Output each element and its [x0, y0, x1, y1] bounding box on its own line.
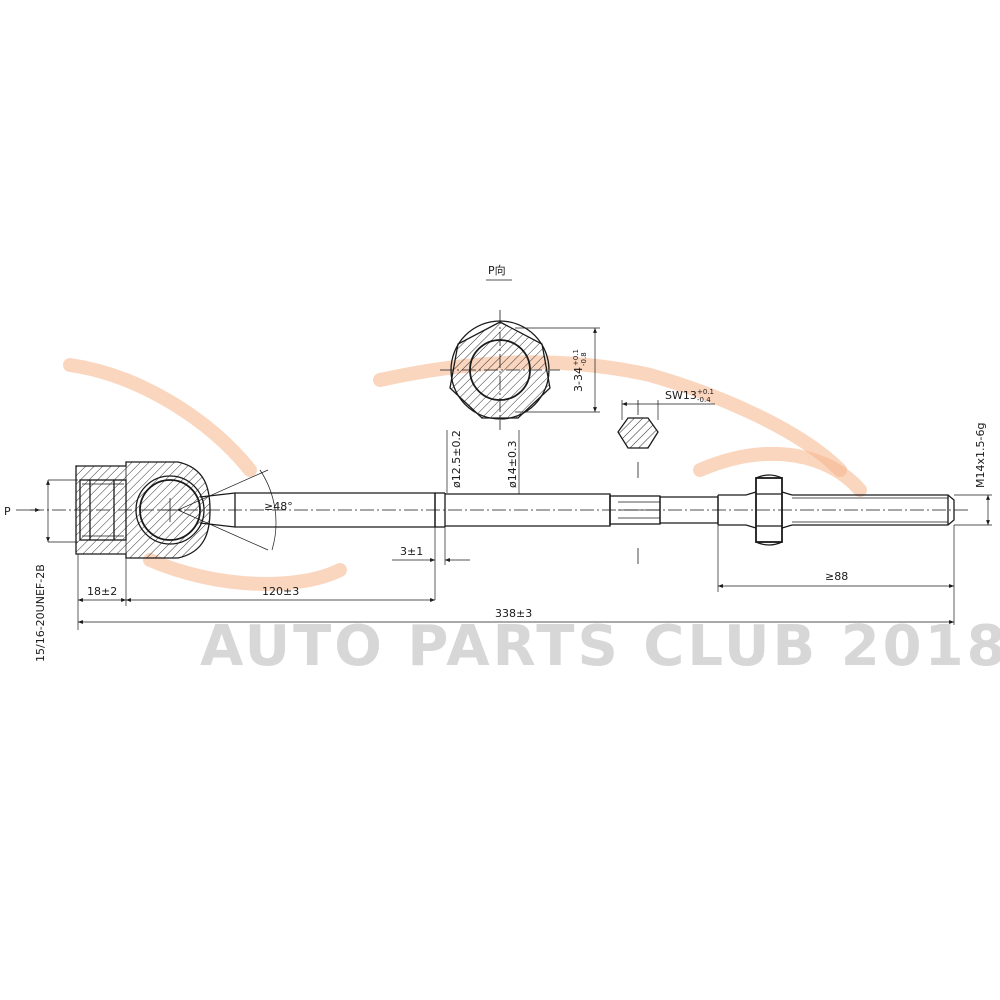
hex-size-dimension: 3-34 +0.1 -0.8 — [572, 349, 588, 392]
step-width: 3±1 — [400, 545, 423, 558]
threaded-end — [718, 494, 955, 526]
p-arrow-label: P — [4, 505, 11, 518]
hex-size-main: 3-34 — [572, 367, 585, 392]
outer-thread-spec: M14x1.5-6g — [974, 423, 987, 488]
angle-value: ≥48° — [264, 500, 293, 513]
watermark-text: AUTO PARTS CLUB 2018 — [200, 614, 1000, 679]
diameter-12-5: ø12.5±0.2 — [450, 430, 463, 488]
socket-length: 18±2 — [87, 585, 117, 598]
flat-tol-lower: -0.4 — [697, 396, 711, 404]
tie-rod-shaft — [199, 492, 719, 528]
hex-end-view — [440, 310, 560, 430]
socket-housing — [75, 461, 211, 559]
diameter-14: ø14±0.3 — [506, 441, 519, 488]
flat-section-view — [617, 400, 715, 564]
angle-indicator — [177, 469, 277, 551]
total-length: 338±3 — [495, 607, 532, 620]
hex-tol-lower: -0.8 — [580, 352, 588, 366]
view-p-label: P向 — [488, 263, 506, 277]
jam-nut — [745, 474, 793, 546]
hex-tol-upper: +0.1 — [572, 349, 580, 366]
ball-to-step-length: 120±3 — [262, 585, 299, 598]
ball-stud — [135, 475, 205, 545]
inner-thread-spec: 15/16-20UNEF-2B — [34, 564, 47, 662]
flat-tol-upper: +0.1 — [697, 388, 714, 396]
thread-min-length: ≥88 — [825, 570, 848, 583]
flat-size-main: SW13 — [665, 389, 697, 402]
